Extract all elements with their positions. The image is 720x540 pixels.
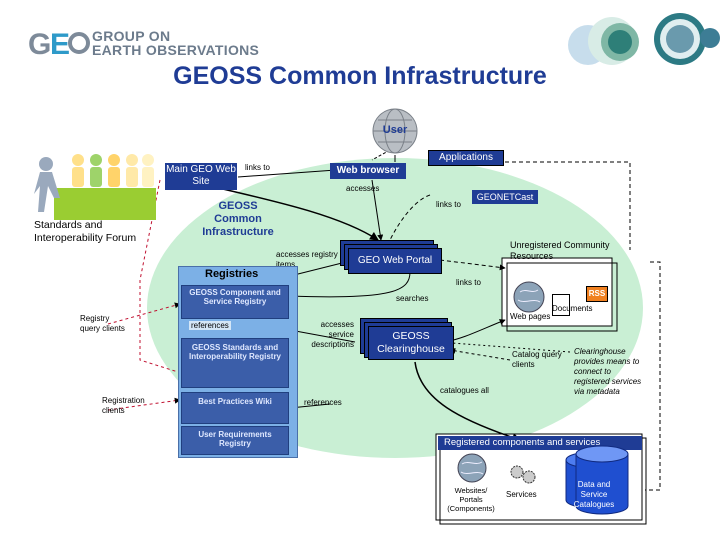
registry-best-label: Best Practices Wiki	[198, 397, 272, 406]
registries-title: Registries	[205, 268, 259, 280]
page-title: GEOSS Common Infrastructure	[173, 62, 547, 90]
searches-label: searches	[396, 294, 429, 303]
documents-label: Documents	[552, 304, 593, 313]
gci-label: GEOSS Common Infrastructure	[202, 200, 274, 238]
web-browser-box: Web browser	[330, 163, 406, 179]
services-label: Services	[506, 490, 537, 499]
svg-text:G: G	[28, 28, 51, 60]
data-service-catalogues-label: Data and Service Catalogues	[573, 480, 615, 509]
services-gears-icon	[508, 462, 538, 486]
registry-user-label: User Requirements Registry	[198, 430, 272, 448]
registry-query-clients-label: Registry query clients	[80, 314, 125, 333]
registration-clients-label: Registration clients	[102, 396, 145, 415]
references-label-1: references	[189, 321, 231, 330]
registry-standards: GEOSS Standards and Interoperability Reg…	[181, 338, 289, 388]
catalogues-all-label: catalogues all	[440, 386, 489, 395]
accesses-registry-label: accesses registry items	[276, 250, 338, 269]
web-pages-label: Web pages	[510, 312, 551, 321]
geonetcast-box: GEONETCast	[472, 190, 538, 204]
links-to-label-2: links to	[436, 200, 461, 209]
web-pages-globe-icon	[512, 280, 546, 314]
geo-web-portal-box: GEO Web Portal	[348, 248, 442, 274]
websites-globe-icon	[456, 452, 488, 484]
registry-component-label: GEOSS Component and Service Registry	[189, 288, 281, 306]
forum-people-icon	[34, 150, 158, 220]
data-catalogue-cylinders	[562, 444, 634, 518]
org-name-line2: EARTH OBSERVATIONS	[92, 42, 260, 58]
accesses-service-label: accesses service descriptions	[311, 320, 354, 349]
documents-icon	[552, 294, 570, 316]
registry-best-practices: Best Practices Wiki	[181, 392, 289, 424]
main-geo-web-site-box: Main GEO Web Site	[165, 163, 237, 190]
accesses-label: accesses	[346, 184, 380, 193]
references-label-2: references	[304, 398, 342, 407]
forum-label: Standards and Interoperability Forum	[34, 219, 137, 244]
svg-text:E: E	[50, 28, 70, 60]
registry-user-requirements: User Requirements Registry	[181, 426, 289, 455]
applications-box: Applications	[428, 150, 504, 166]
catalog-query-clients-label: Catalog query clients	[512, 350, 562, 369]
registry-component-service: GEOSS Component and Service Registry	[181, 285, 289, 319]
rss-icon: RSS	[586, 286, 608, 302]
user-label: User	[382, 124, 408, 136]
unregistered-label: Unregistered Community Resources	[510, 240, 610, 261]
clearinghouse-note: Clearinghouse provides means to connect …	[574, 347, 642, 396]
user-globe	[370, 106, 420, 156]
geo-logo: G E	[28, 24, 90, 61]
org-name-line1: GROUP ON	[92, 28, 171, 44]
links-to-label-3: links to	[456, 278, 481, 287]
geoss-clearinghouse-box: GEOSS Clearinghouse	[368, 326, 454, 360]
links-to-label-1: links to	[245, 163, 270, 172]
registry-standards-label: GEOSS Standards and Interoperability Reg…	[188, 343, 282, 361]
websites-label: Websites/ Portals (Components)	[447, 486, 495, 513]
decorative-globes	[550, 8, 720, 68]
